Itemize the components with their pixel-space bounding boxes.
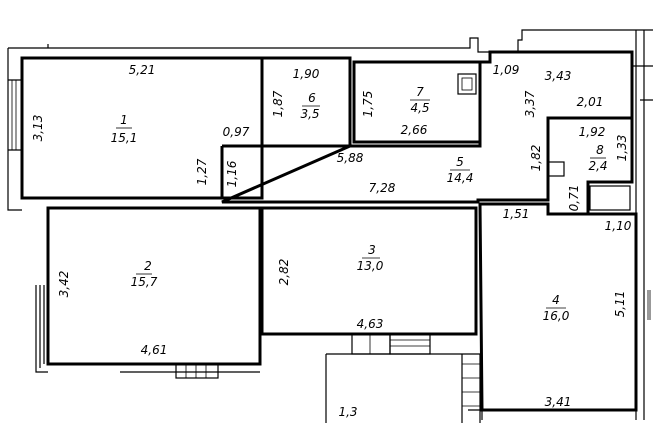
stair-area: 1,3 [338, 405, 357, 419]
room-7-area: 4,5 [410, 101, 429, 115]
dim-r5-bottom: 7,28 [369, 181, 396, 195]
room-7-number: 7 [416, 85, 424, 99]
room-5-area: 14,4 [447, 171, 474, 185]
dim-r6-width: 1,90 [293, 67, 320, 81]
room-4-area: 16,0 [543, 309, 570, 323]
room-2-number: 2 [144, 259, 152, 273]
room-2-outline [46, 206, 262, 366]
dim-r7-width: 2,66 [401, 123, 428, 137]
dim-r4-top: 1,51 [503, 207, 530, 221]
room-8-fixture [547, 161, 565, 177]
dim-r3-height: 2,82 [277, 259, 291, 286]
room-8-area: 2,4 [588, 159, 607, 173]
dim-r7-height: 1,75 [361, 91, 375, 118]
room-5-number: 5 [456, 155, 464, 169]
dim-r1-height: 3,13 [31, 115, 45, 142]
dim-r8-step: 0,71 [567, 185, 581, 212]
room-6-area: 3,5 [300, 107, 319, 121]
room-7-fixture [457, 73, 477, 95]
dim-r3-width: 4,63 [357, 317, 384, 331]
dim-r5-side: 3,37 [523, 90, 537, 117]
dim-r2-height: 3,42 [57, 271, 71, 298]
room-8-number: 8 [596, 143, 604, 157]
dim-r4-notch: 1,10 [605, 219, 632, 233]
dim-r5-corridor-len: 5,88 [337, 151, 364, 165]
dim-r5-upper: 1,09 [493, 63, 520, 77]
dim-r6-height: 1,87 [271, 90, 285, 117]
room-1-number: 1 [120, 113, 128, 127]
room-3-number: 3 [368, 243, 376, 257]
outer-walls [7, 29, 653, 423]
room-3-area: 13,0 [357, 259, 384, 273]
room-6-outline [260, 56, 352, 148]
dimension-labels: 5,21 3,13 0,97 1,27 1,90 1,87 1,75 2,66 … [31, 63, 632, 419]
dim-r8-height: 1,33 [615, 135, 629, 162]
dim-r4-width: 3,41 [545, 395, 572, 409]
dim-r1-notch-h: 1,27 [195, 158, 209, 185]
dim-r8-width: 1,92 [579, 125, 606, 139]
room-labels: 1 15,1 2 15,7 3 13,0 4 16,0 5 14,4 6 3,5… [111, 85, 608, 323]
dim-r1-width: 5,21 [129, 63, 156, 77]
room-6-number: 6 [308, 91, 316, 105]
room-2-window [175, 363, 219, 379]
dim-r5-inner: 2,01 [577, 95, 604, 109]
room-1-area: 15,1 [111, 131, 138, 145]
room-4-outline [478, 202, 638, 412]
dim-r5-top: 3,43 [545, 69, 572, 83]
dim-r1-notch-w: 0,97 [223, 125, 250, 139]
room-2-area: 15,7 [131, 275, 158, 289]
dim-r2-width: 4,61 [141, 343, 168, 357]
room-4-number: 4 [552, 293, 560, 307]
dim-r5-corridor-w: 1,16 [225, 160, 239, 187]
dim-r4-height: 5,11 [613, 291, 627, 318]
dim-r5-right-h: 1,82 [529, 145, 543, 172]
